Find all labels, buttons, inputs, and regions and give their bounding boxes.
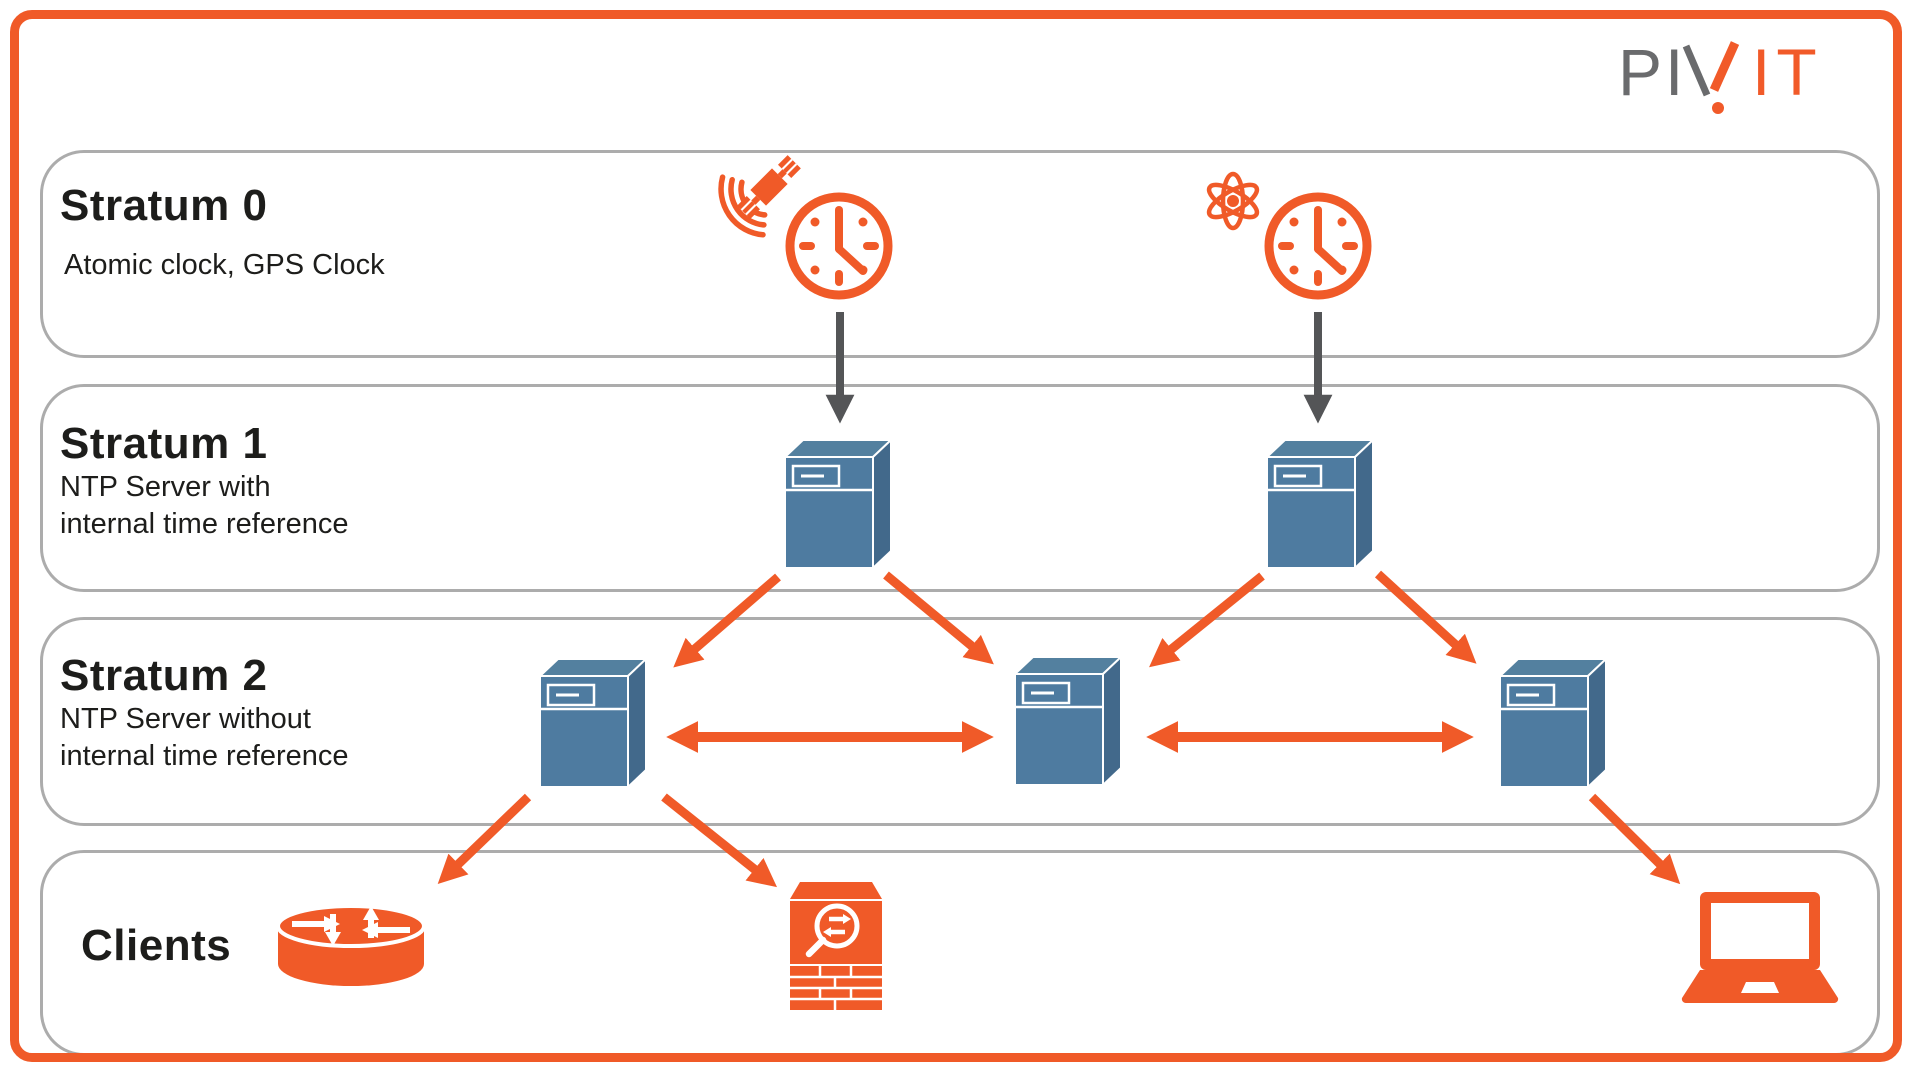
stratum-2-title: Stratum 2 [60,651,268,700]
stratum-1-subtitle-line1: NTP Server with [60,471,271,503]
stratum-0-row: Stratum 0 Atomic clock, GPS Clock [40,150,1880,358]
logo-exclamation-dot [1712,102,1724,114]
stratum-1-title: Stratum 1 [60,419,268,468]
stratum-0-subtitle: Atomic clock, GPS Clock [64,249,385,281]
stratum-1-row: Stratum 1 NTP Server with internal time … [40,384,1880,592]
stratum-2-row: Stratum 2 NTP Server without internal ti… [40,617,1880,826]
stratum-2-subtitle-line2: internal time reference [60,740,349,772]
logo-orange-letters: IT [1752,35,1823,109]
stratum-2-subtitle: NTP Server without internal time referen… [60,701,349,775]
clients-title: Clients [81,921,232,970]
stratum-1-subtitle: NTP Server with internal time reference [60,469,349,543]
stratum-2-subtitle-line1: NTP Server without [60,703,311,735]
pivit-logo: PIVIT PI IT [1618,35,1823,114]
stratum-0-title: Stratum 0 [60,181,268,230]
logo-letter-v [1682,41,1740,114]
logo-exclamation-bar [1709,41,1740,92]
stratum-1-subtitle-line2: internal time reference [60,508,349,540]
clients-row: Clients [40,850,1880,1056]
logo-gray-letters: PI [1618,35,1686,109]
